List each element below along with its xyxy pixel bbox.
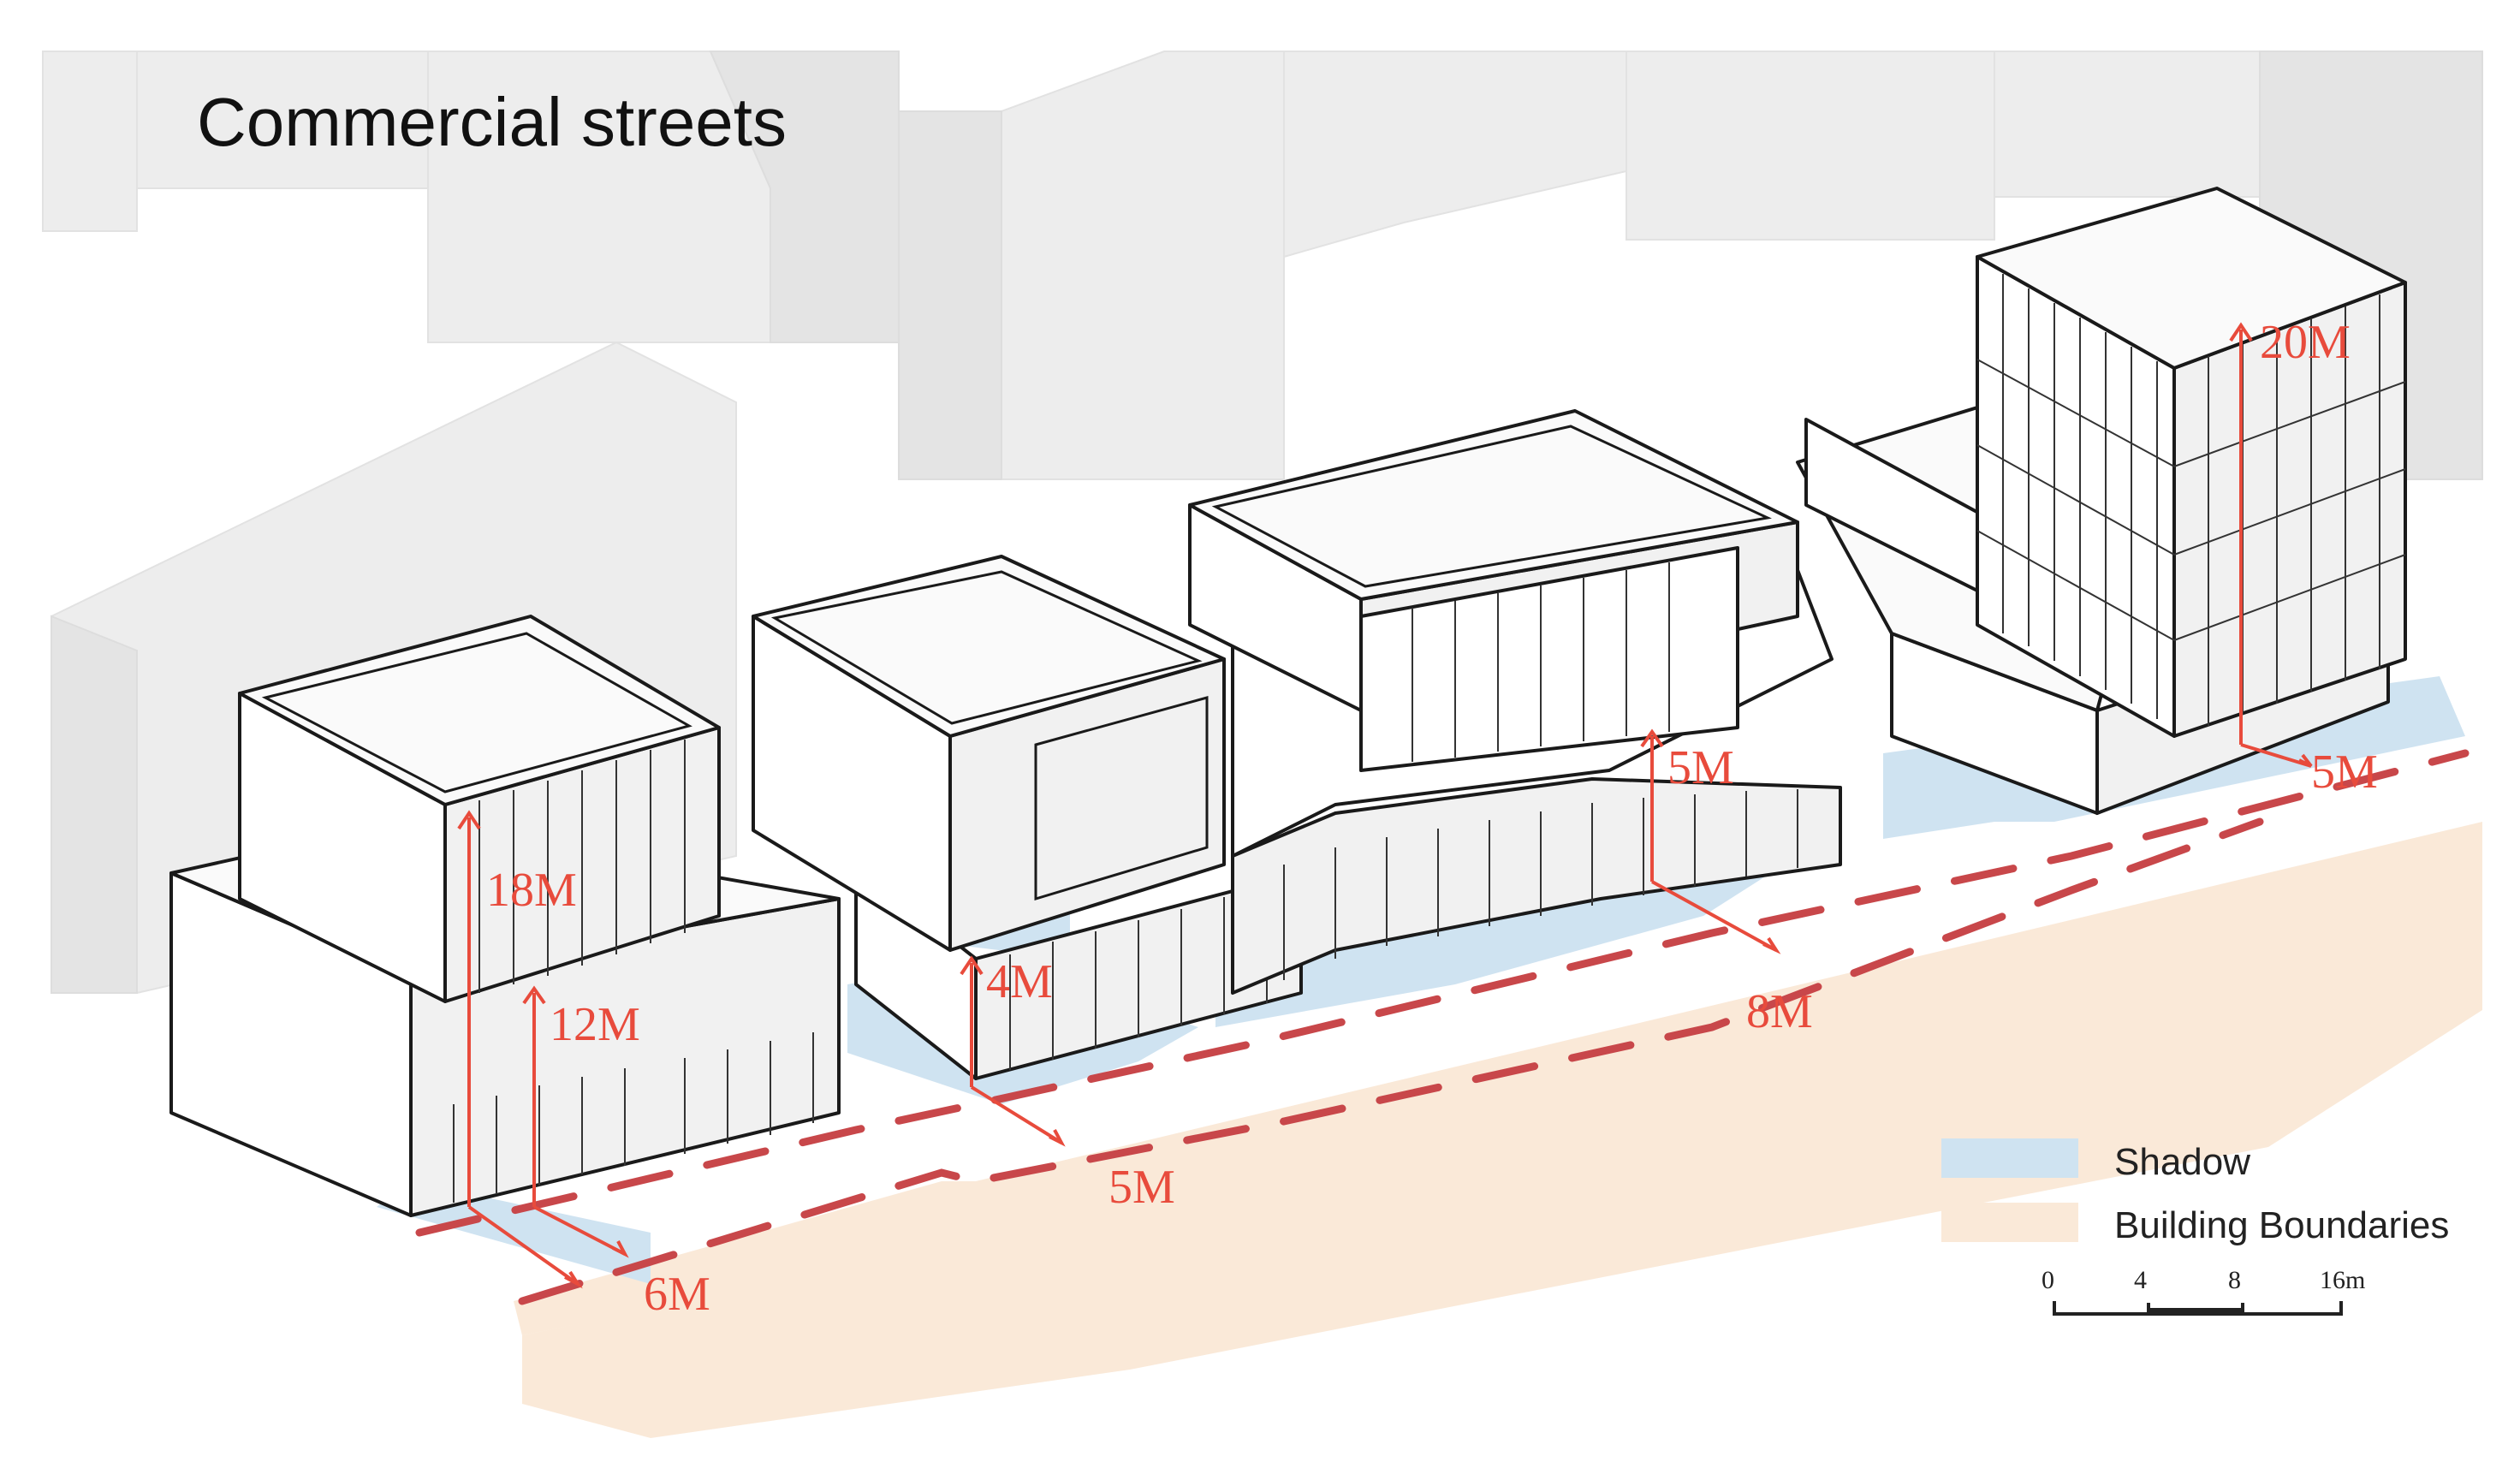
building-boundary-dashed-line [415, 749, 2469, 1237]
dimension-label-18m: 18M [486, 864, 577, 917]
building-boundary-zone [522, 933, 2482, 1438]
dimension-label-4m: 4M [986, 955, 1053, 1008]
building-right-facade-mullions [1976, 274, 2406, 726]
legend-shadow-swatch [1941, 1138, 2078, 1178]
building-boundary-zone-upper [514, 822, 2482, 1335]
street-edge-dashed-line [518, 817, 2264, 1305]
scale-tick-16m: 16m [2320, 1266, 2365, 1294]
legend-boundary-label: Building Boundaries [2114, 1204, 2449, 1246]
building-middle-facade-mullions [1283, 562, 1798, 980]
scale-tick-8: 8 [2228, 1266, 2241, 1294]
building-middle-left [752, 555, 1303, 1080]
building-right [1796, 187, 2407, 815]
dimension-label-8m: 8M [1746, 985, 1813, 1038]
dimension-annotations [457, 322, 2313, 1289]
legend: Shadow Building Boundaries [1941, 1138, 2449, 1246]
diagram-title: Commercial streets [197, 84, 787, 160]
legend-shadow-label: Shadow [2114, 1141, 2250, 1183]
dimension-label-5m-upper: 5M [1667, 741, 1734, 794]
dimension-label-5m-right: 5M [2311, 746, 2378, 799]
dimension-label-6m: 6M [644, 1268, 710, 1321]
building-middle [1188, 409, 1842, 995]
scale-tick-0: 0 [2042, 1266, 2054, 1294]
dimension-label-12m: 12M [550, 998, 640, 1051]
legend-boundary-swatch [1941, 1203, 2078, 1242]
dimension-label-20m: 20M [2260, 316, 2351, 369]
scale-tick-4: 4 [2134, 1266, 2147, 1294]
dimension-label-5m-street: 5M [1108, 1161, 1175, 1214]
building-left [169, 615, 841, 1217]
scale-bar: 0 4 8 16m [2042, 1266, 2365, 1316]
building-left-facade-mullions [453, 740, 814, 1203]
